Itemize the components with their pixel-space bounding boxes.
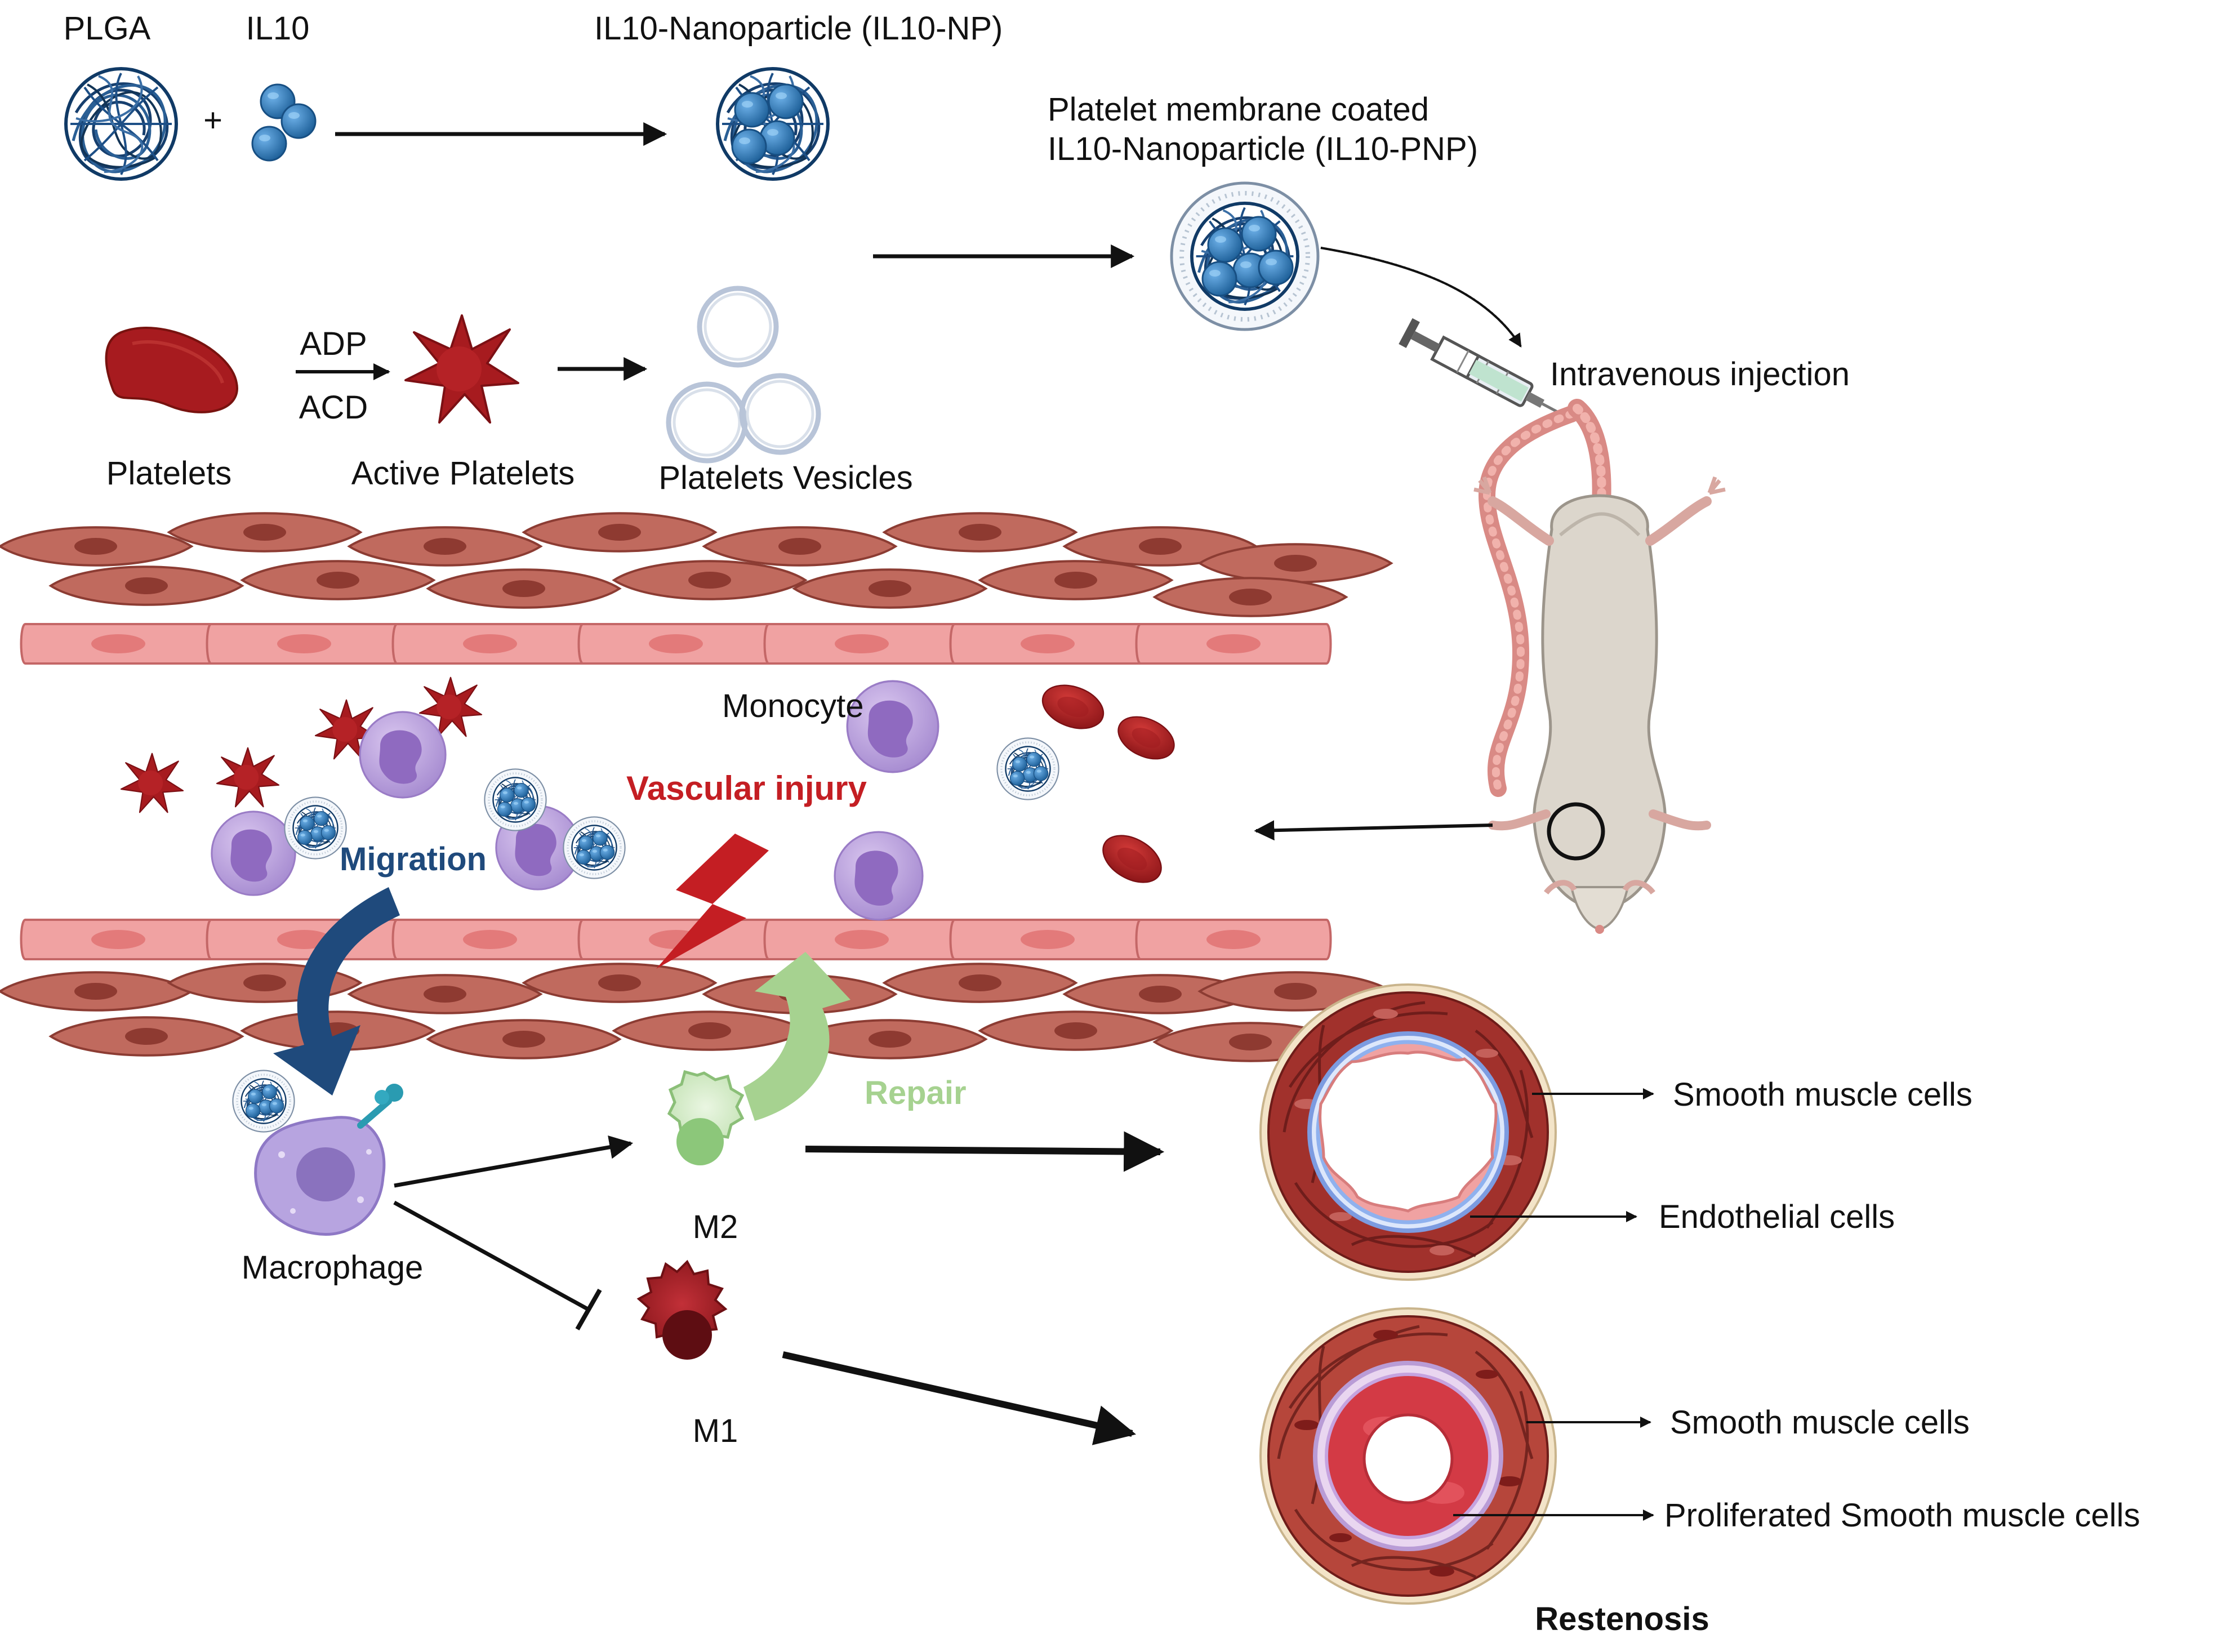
smc-bottom-label: Smooth muscle cells — [1670, 1404, 1970, 1441]
m2-macrophage — [667, 1070, 745, 1165]
platelets-label: Platelets — [106, 455, 232, 492]
arrow-macrophage-to-m2 — [394, 1135, 634, 1188]
migration-label: Migration — [340, 841, 487, 878]
repair-arrow — [743, 952, 850, 1121]
rat-illustration — [1473, 399, 1726, 934]
m1-macrophage — [636, 1259, 728, 1360]
il10-pnp-particle — [1172, 183, 1318, 329]
injury-bolt-icon — [656, 834, 769, 969]
m2-label: M2 — [692, 1209, 738, 1245]
platelet-icon — [105, 327, 238, 413]
active-platelets-label: Active Platelets — [351, 455, 575, 492]
macrophage-label: Macrophage — [241, 1249, 424, 1286]
m1-label: M1 — [692, 1413, 738, 1449]
plga-label: PLGA — [63, 10, 151, 47]
il10-molecule — [251, 83, 317, 162]
plga-particle — [66, 69, 176, 179]
inhibition-macrophage-to-m1 — [393, 1200, 602, 1330]
arrow-to-injection — [1320, 247, 1522, 348]
vascular-injury-label: Vascular injury — [626, 769, 867, 807]
upper-endothelium — [20, 623, 1332, 665]
monocyte-label: Monocyte — [722, 688, 864, 724]
injection-label: Intravenous injection — [1550, 356, 1850, 393]
il10-np-label: IL10-Nanoparticle (IL10-NP) — [594, 10, 1003, 47]
proliferated-label: Proliferated Smooth muscle cells — [1664, 1497, 2140, 1534]
il10-nanoparticle — [718, 69, 828, 179]
acd-label: ACD — [299, 389, 368, 426]
pnp-bound-macrophage — [233, 1070, 294, 1132]
macrophage-cell — [254, 1116, 386, 1236]
plus-sign: + — [203, 102, 222, 139]
il10-pnp-label: Platelet membrane coated IL10-Nanopartic… — [1048, 91, 1479, 167]
arrow-to-vessel — [1254, 820, 1493, 841]
il10-label: IL10 — [246, 10, 310, 47]
red-blood-cells — [1036, 676, 1182, 893]
adp-label: ADP — [300, 326, 367, 362]
platelet-vesicles-label: Platelets Vesicles — [658, 460, 913, 496]
active-platelet-icon — [404, 314, 519, 424]
restenosis-vessel-cross-section — [1259, 1307, 1557, 1605]
healthy-vessel-cross-section — [1259, 983, 1557, 1281]
lower-smooth-muscle-layer — [0, 963, 1392, 1062]
endothelial-label: Endothelial cells — [1659, 1199, 1895, 1235]
arrow-m2-outcome — [805, 1131, 1165, 1172]
restenosis-label: Restenosis — [1535, 1601, 1709, 1637]
injury-site-marker — [1547, 802, 1605, 861]
receptor-icon — [357, 1084, 403, 1129]
migration-arrow — [273, 887, 400, 1096]
smc-top-label: Smooth muscle cells — [1673, 1076, 1972, 1113]
upper-smooth-muscle-layer — [0, 512, 1392, 617]
repair-label: Repair — [865, 1075, 967, 1111]
platelet-vesicles — [666, 286, 821, 464]
arrow-m1-outcome — [782, 1351, 1137, 1445]
